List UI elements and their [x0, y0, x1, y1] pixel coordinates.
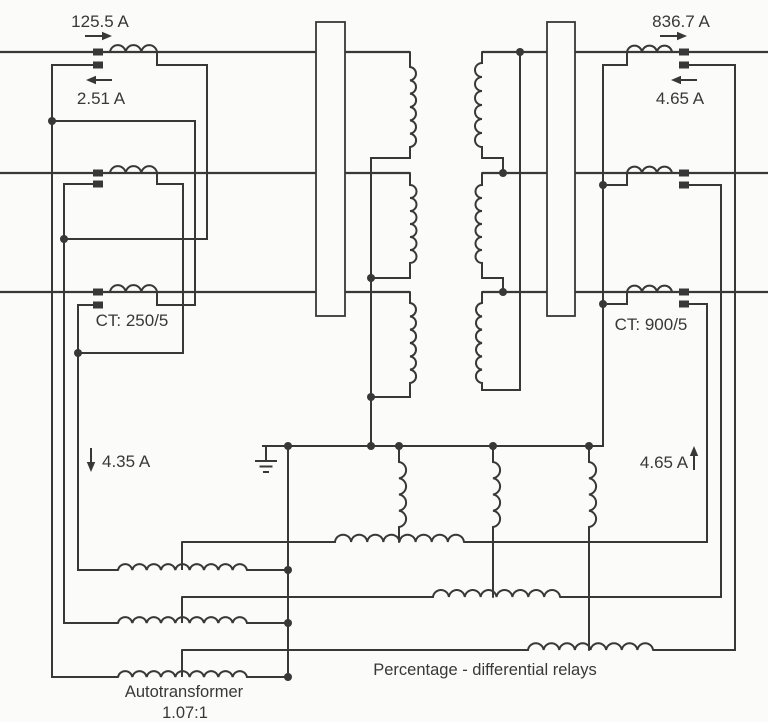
polarity-square: [679, 169, 689, 177]
transformer-wye-bank: [370, 51, 418, 447]
transformer-core-left: [315, 21, 346, 317]
wye-winding-3: [370, 291, 418, 398]
polarity-square: [679, 61, 689, 69]
autotransformer-winding-2: [117, 616, 289, 624]
junction-dots: [48, 48, 607, 681]
right-phase-lines: [482, 50, 768, 294]
operating-coil-3: [588, 445, 598, 651]
delta-winding-2: [474, 172, 504, 293]
right-ct-ratio-label: CT: 900/5: [615, 315, 688, 334]
junction-dot: [284, 673, 292, 681]
arrow-down-icon: [86, 448, 96, 472]
junction-dot: [585, 442, 593, 450]
polarity-square: [679, 181, 689, 189]
polarity-square: [93, 61, 103, 69]
right-relay-lead-current-label: 4.65 A: [640, 453, 689, 472]
junction-dot: [599, 300, 607, 308]
operating-coil-2: [492, 445, 502, 598]
right-ct1-phase-lead: [653, 64, 736, 651]
left-ct3-secondary-lead: [77, 304, 118, 571]
right-ct3-phase-lead: [464, 303, 708, 543]
right-ct2-phase-lead: [560, 184, 722, 598]
autotransformer-bank: [117, 446, 289, 678]
left-ct-bank: [51, 44, 208, 678]
ground-icon: [255, 446, 277, 473]
right-ct2-coil: [626, 165, 673, 174]
polarity-square: [93, 301, 103, 309]
polarity-square: [93, 180, 103, 188]
left-ct3-return-lead: [52, 120, 196, 306]
arrow-right-icon: [660, 31, 687, 41]
delta-winding-1: [474, 51, 504, 174]
junction-dot: [367, 393, 375, 401]
arrow-left-icon: [86, 75, 112, 85]
restraint-coil-2: [181, 588, 562, 598]
junction-dot: [489, 442, 497, 450]
right-ct2-common-lead: [603, 173, 628, 186]
operating-coils: [398, 445, 598, 651]
left-ct2-secondary-lead: [63, 183, 118, 624]
autotransformer-ratio-label: 1.07:1: [162, 704, 208, 722]
right-ct3-coil: [626, 284, 673, 293]
polarity-square: [93, 169, 103, 177]
operating-coil-1: [398, 445, 408, 543]
restraint-coils: [181, 533, 655, 651]
polarity-square: [93, 288, 103, 296]
polarity-square: [93, 48, 103, 56]
junction-dot: [516, 48, 524, 56]
left-ct2-coil: [109, 165, 158, 174]
autotransformer-winding-1: [117, 563, 289, 571]
current-annotations: [85, 31, 699, 472]
delta-winding-3: [474, 51, 521, 391]
junction-dot: [395, 442, 403, 450]
right-ct-secondary-current-label: 4.65 A: [656, 89, 705, 108]
junction-dot: [599, 181, 607, 189]
junction-dot: [367, 274, 375, 282]
junction-dot: [284, 619, 292, 627]
right-line-current-label: 836.7 A: [652, 12, 710, 31]
junction-dot: [48, 117, 56, 125]
junction-dot: [499, 169, 507, 177]
autotransformer-caption: Autotransformer: [125, 683, 244, 701]
left-ct-secondary-current-label: 2.51 A: [77, 89, 126, 108]
transformer-delta-bank: [474, 51, 521, 391]
restraint-coil-3: [181, 642, 655, 651]
arrow-right-icon: [85, 31, 112, 41]
junction-dot: [284, 442, 292, 450]
transformer-core-right: [546, 21, 576, 317]
polarity-square: [679, 300, 689, 308]
left-phase-lines: [0, 50, 410, 294]
wye-winding-1: [370, 51, 418, 447]
junction-dot: [367, 442, 375, 450]
junction-dot: [499, 288, 507, 296]
left-relay-lead-current-label: 4.35 A: [102, 452, 151, 471]
left-ct-ratio-label: CT: 250/5: [96, 311, 169, 330]
right-ct1-coil: [626, 44, 673, 53]
junction-dot: [60, 235, 68, 243]
restraint-coil-1: [181, 533, 465, 543]
right-ct3-common-lead: [603, 292, 628, 305]
polarity-square: [679, 48, 689, 56]
left-ct1-return-lead: [64, 52, 208, 240]
arrow-left-icon: [671, 75, 697, 85]
left-line-current-label: 125.5 A: [71, 12, 129, 31]
junction-dot: [284, 566, 292, 574]
polarity-square: [679, 288, 689, 296]
left-ct2-return-lead: [78, 173, 184, 354]
left-ct1-coil: [109, 44, 158, 53]
left-ct3-coil: [109, 284, 158, 293]
relays-caption: Percentage - differential relays: [373, 661, 596, 679]
wye-winding-2: [370, 172, 418, 279]
autotransformer-winding-3: [117, 670, 289, 678]
junction-dot: [74, 349, 82, 357]
arrow-up-icon: [689, 446, 699, 470]
left-ct1-secondary-lead: [51, 64, 118, 678]
